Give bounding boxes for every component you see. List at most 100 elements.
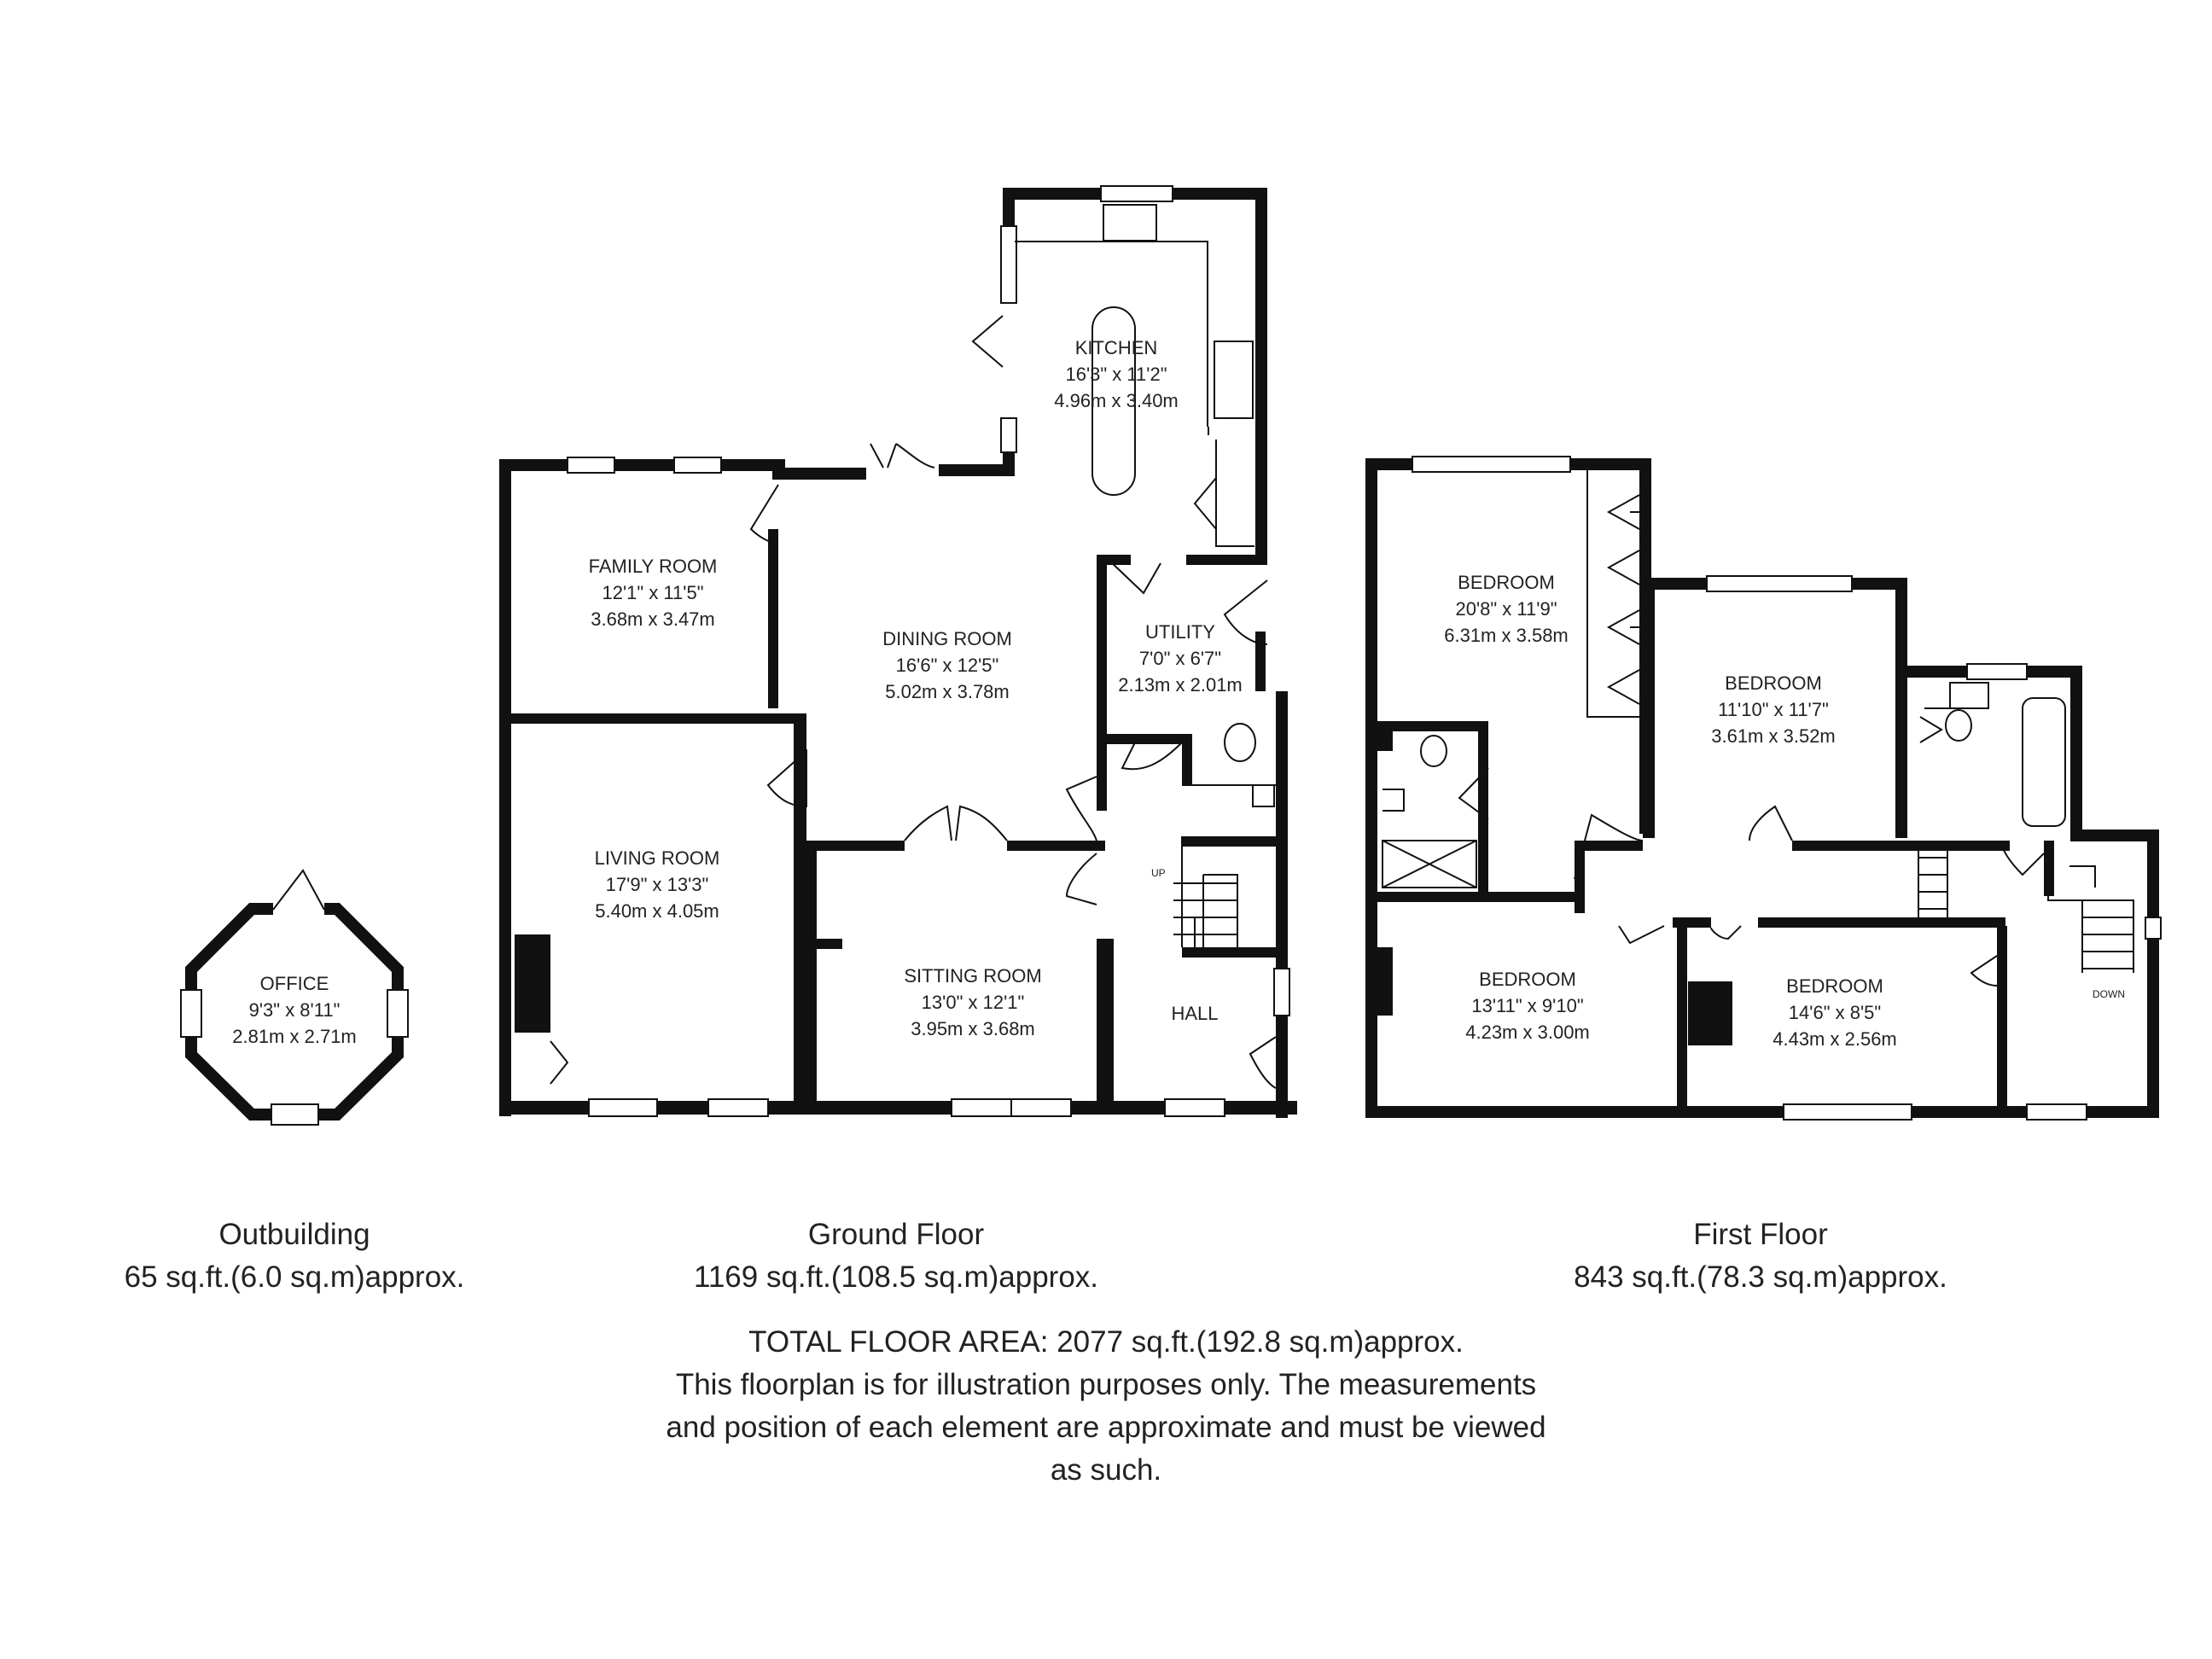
wall <box>1182 734 1192 785</box>
room-label-hall: HALL <box>1171 1000 1218 1027</box>
floor-area: 843 sq.ft.(78.3 sq.m)approx. <box>1574 1260 1947 1294</box>
floor-area: 1169 sq.ft.(108.5 sq.m)approx. <box>693 1260 1099 1294</box>
wall <box>1377 947 1393 1016</box>
wall <box>1643 578 1655 838</box>
room-name: BEDROOM <box>1479 969 1576 990</box>
total-floor-area: TOTAL FLOOR AREA: 2077 sq.ft.(192.8 sq.m… <box>748 1325 1464 1359</box>
wall <box>499 459 785 471</box>
floor-name: Outbuilding <box>218 1218 370 1251</box>
room-dimensions-metric: 4.23m x 3.00m <box>1465 1022 1590 1043</box>
wall <box>1377 721 1488 731</box>
room-label-bedroom-1: BEDROOM 20'8" x 11'9" 6.31m x 3.58m <box>1444 569 1569 649</box>
caption-ground-floor: Ground Floor 1169 sq.ft.(108.5 sq.m)appr… <box>694 1214 1098 1299</box>
room-dimensions-imperial: 13'0" x 12'1" <box>921 992 1025 1013</box>
wall <box>768 529 778 708</box>
wall <box>1097 555 1107 811</box>
room-label-family-room: FAMILY ROOM 12'1" x 11'5" 3.68m x 3.47m <box>589 553 718 632</box>
wall <box>1365 458 1377 1118</box>
room-dimensions-imperial: 14'6" x 8'5" <box>1788 1002 1882 1023</box>
room-dimensions-metric: 6.31m x 3.58m <box>1444 625 1569 646</box>
wall <box>1182 836 1276 847</box>
wall <box>817 939 842 949</box>
wall <box>1575 841 1643 851</box>
room-dimensions-metric: 2.13m x 2.01m <box>1118 674 1243 696</box>
room-name: LIVING ROOM <box>594 847 720 869</box>
caption-first-floor: First Floor 843 sq.ft.(78.3 sq.m)approx. <box>1574 1214 1947 1299</box>
room-dimensions-metric: 5.40m x 4.05m <box>595 900 719 922</box>
room-name: KITCHEN <box>1074 337 1158 358</box>
stairs-up-label: UP <box>1151 867 1166 879</box>
wall <box>1758 917 2005 928</box>
wall <box>806 841 905 851</box>
wall <box>1792 841 2010 851</box>
room-name: HALL <box>1171 1003 1219 1024</box>
wall <box>806 841 817 1114</box>
disclaimer-line: as such. <box>1050 1453 1162 1487</box>
wall <box>1575 900 1585 913</box>
wall <box>772 468 866 480</box>
room-label-bedroom-3: BEDROOM 13'11" x 9'10" 4.23m x 3.00m <box>1465 966 1590 1045</box>
room-name: FAMILY ROOM <box>588 556 718 577</box>
room-name: OFFICE <box>259 973 329 994</box>
room-label-living-room: LIVING ROOM 17'9" x 13'3" 5.40m x 4.05m <box>595 845 720 924</box>
room-dimensions-imperial: 16'3" x 11'2" <box>1065 364 1167 385</box>
room-dimensions-imperial: 7'0" x 6'7" <box>1138 648 1222 669</box>
room-name: BEDROOM <box>1725 672 1822 694</box>
wall <box>499 459 511 1116</box>
room-dimensions-metric: 3.68m x 3.47m <box>591 608 715 630</box>
room-dimensions-imperial: 13'11" x 9'10" <box>1471 995 1584 1016</box>
wall <box>794 713 806 1115</box>
wall <box>1677 917 1687 1114</box>
wall <box>1377 725 1393 751</box>
wall <box>1255 632 1266 691</box>
room-name: BEDROOM <box>1786 975 1883 997</box>
wall <box>1182 947 1276 958</box>
wall <box>1255 188 1267 563</box>
wall <box>1186 555 1267 565</box>
wall <box>939 464 1015 476</box>
room-label-kitchen: KITCHEN 16'3" x 11'2" 4.96m x 3.40m <box>1054 335 1179 414</box>
wall <box>1097 555 1131 565</box>
wall <box>1097 734 1182 744</box>
room-dimensions-imperial: 16'6" x 12'5" <box>895 655 999 676</box>
room-dimensions-imperial: 17'9" x 13'3" <box>605 874 709 895</box>
disclaimer-line: This floorplan is for illustration purpo… <box>675 1368 1537 1401</box>
wall <box>515 934 550 1033</box>
wall <box>1575 841 1585 913</box>
room-dimensions-metric: 3.95m x 3.68m <box>911 1018 1035 1039</box>
room-dimensions-imperial: 9'3" x 8'11" <box>248 999 341 1021</box>
wall <box>1895 578 1907 838</box>
wall <box>1365 1106 2159 1118</box>
stairs-down-label: DOWN <box>2093 988 2125 1000</box>
room-label-office: OFFICE 9'3" x 8'11" 2.81m x 2.71m <box>232 970 357 1050</box>
floor-area: 65 sq.ft.(6.0 sq.m)approx. <box>124 1260 465 1294</box>
caption-outbuilding: Outbuilding 65 sq.ft.(6.0 sq.m)approx. <box>125 1214 465 1299</box>
room-dimensions-metric: 2.81m x 2.71m <box>232 1026 357 1047</box>
wall <box>1688 981 1732 1045</box>
wall <box>1276 691 1288 1118</box>
room-label-sitting-room: SITTING ROOM 13'0" x 12'1" 3.95m x 3.68m <box>904 963 1041 1042</box>
room-name: DINING ROOM <box>882 628 1012 649</box>
wall <box>2070 830 2159 841</box>
floor-name: Ground Floor <box>807 1218 985 1251</box>
wall <box>2147 830 2159 1118</box>
wall <box>2070 666 2082 836</box>
wall <box>1007 841 1105 851</box>
room-name: BEDROOM <box>1458 572 1555 593</box>
room-dimensions-imperial: 11'10" x 11'7" <box>1718 699 1829 720</box>
room-name: SITTING ROOM <box>904 965 1042 987</box>
floor-name: First Floor <box>1693 1218 1828 1251</box>
room-dimensions-metric: 3.61m x 3.52m <box>1711 725 1836 747</box>
wall <box>499 713 806 724</box>
wall <box>1478 721 1488 892</box>
wall <box>1003 188 1015 226</box>
room-label-dining-room: DINING ROOM 16'6" x 12'5" 5.02m x 3.78m <box>882 626 1012 705</box>
room-label-bedroom-4: BEDROOM 14'6" x 8'5" 4.43m x 2.56m <box>1773 973 1897 1052</box>
room-dimensions-imperial: 12'1" x 11'5" <box>602 582 704 603</box>
room-dimensions-metric: 4.96m x 3.40m <box>1054 390 1179 411</box>
disclaimer-line: and position of each element are approxi… <box>666 1411 1546 1444</box>
room-dimensions-metric: 5.02m x 3.78m <box>885 681 1010 702</box>
wall <box>2027 666 2082 678</box>
room-name: UTILITY <box>1145 621 1215 643</box>
